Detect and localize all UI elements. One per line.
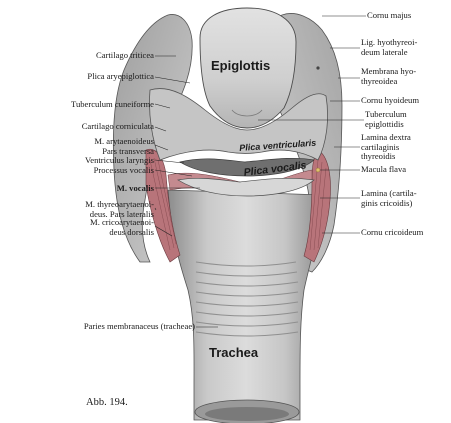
laryngeal-vestibule bbox=[149, 88, 328, 161]
label-plica-aryepiglottica: Plica aryepiglottica bbox=[87, 71, 154, 81]
label-m-arytaenoideus: M. arytaenoideus Pars transversa bbox=[94, 136, 154, 156]
macula-flava-dot bbox=[315, 167, 321, 173]
right-muscle-group bbox=[303, 149, 331, 263]
epiglottis-label: Epiglottis bbox=[211, 58, 271, 73]
figure-caption: Abb. 194. bbox=[86, 397, 128, 408]
label-ventriculus-laryngis: Ventriculus laryngis bbox=[85, 155, 154, 165]
label-cornu-cricoideum: Cornu cricoideum bbox=[361, 227, 424, 237]
tracheal-rings bbox=[195, 261, 299, 337]
epiglottis-shape bbox=[199, 7, 297, 129]
label-lamina-cricoidis: Lamina (cartila- ginis cricoidis) bbox=[361, 188, 417, 208]
label-paries-membranaceus: Paries membranaceus (tracheae) bbox=[83, 321, 195, 331]
label-tuberculum-epiglottidis: Tuberculum epiglottidis bbox=[365, 109, 407, 129]
label-m-vocalis: M. vocalis bbox=[116, 183, 154, 193]
label-tuberculum-cuneiforme: Tuberculum cuneiforme bbox=[71, 99, 154, 109]
trachea-tube bbox=[167, 189, 325, 421]
label-cartilago-triticea: Cartilago triticea bbox=[96, 50, 154, 60]
label-macula-flava: Macula flava bbox=[361, 164, 407, 174]
label-lamina-dextra: Lamina dextra cartilaginis thyreoidis bbox=[361, 132, 411, 161]
trachea-label: Trachea bbox=[209, 345, 259, 360]
label-cornu-majus: Cornu majus bbox=[367, 10, 412, 20]
leader-lines-right bbox=[258, 15, 366, 234]
plica-vocalis-fold bbox=[177, 177, 315, 197]
cornu-hyoideum-dot bbox=[316, 66, 320, 70]
left-thyroid-wing bbox=[112, 14, 193, 263]
label-m-cricoarytaenoideus: M. cricoarytaenoi- deus dorsalis bbox=[90, 217, 154, 237]
leader-lines-left bbox=[154, 55, 218, 328]
label-m-thyreoarytaenoideus: M. thyreoarytaenoi- deus. Pars lateralis bbox=[85, 199, 154, 219]
label-cornu-hyoideum: Cornu hyoideum bbox=[361, 95, 420, 105]
label-membrana-hyothyreoidea: Membrana hyo- thyreoidea bbox=[361, 66, 417, 86]
label-processus-vocalis: Processus vocalis bbox=[93, 165, 154, 175]
label-cartilago-corniculata: Cartilago corniculata bbox=[81, 121, 154, 131]
glottis-dark bbox=[179, 157, 315, 177]
label-lig-hyothyreoideum: Lig. hyothyreoi- deum laterale bbox=[361, 37, 418, 57]
